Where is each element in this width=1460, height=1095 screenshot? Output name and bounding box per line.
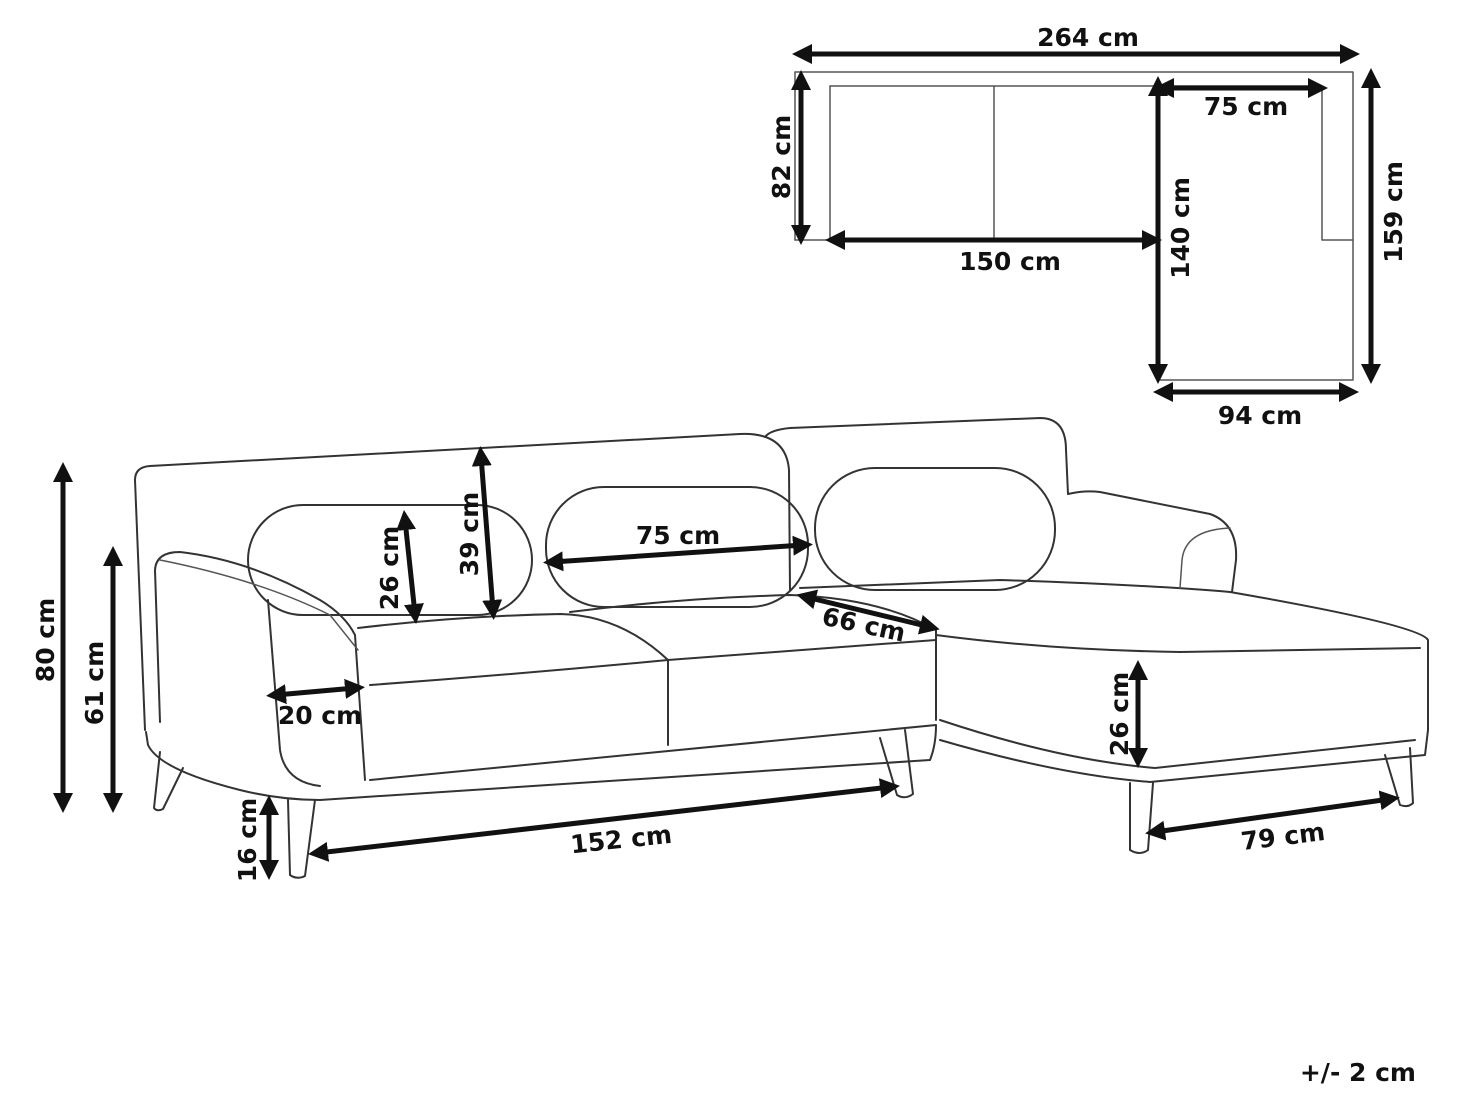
label-sofa-depth: 82 cm [767, 115, 796, 199]
label-cushion-height: 26 cm [375, 526, 404, 610]
dim-82: 82 cm [767, 70, 811, 245]
label-total-height: 80 cm [31, 598, 60, 682]
sofa-drawing [134, 417, 1429, 879]
dim-26-chaise: 26 cm [1105, 660, 1148, 768]
label-seat-width: 150 cm [959, 247, 1061, 276]
label-front-chaise-width: 79 cm [1239, 817, 1326, 856]
label-total-depth: 159 cm [1379, 161, 1408, 263]
dim-152: 152 cm [308, 778, 900, 862]
dim-94: 94 cm [1153, 382, 1359, 430]
dim-159: 159 cm [1361, 68, 1408, 384]
dim-75-top: 75 cm [1154, 78, 1328, 121]
label-total-width: 264 cm [1037, 23, 1139, 52]
dim-150: 150 cm [825, 230, 1162, 276]
dim-20: 20 cm [266, 678, 365, 730]
label-pillow-width: 75 cm [636, 521, 720, 550]
label-leg-height: 16 cm [233, 798, 262, 882]
dim-39: 39 cm [455, 446, 503, 620]
label-backrest-height: 39 cm [455, 492, 484, 576]
label-armrest-height: 61 cm [80, 641, 109, 725]
label-armrest-width: 20 cm [278, 701, 362, 730]
label-sofa-width: 152 cm [569, 820, 673, 859]
dim-264: 264 cm [792, 23, 1360, 64]
dim-79: 79 cm [1145, 790, 1400, 856]
dim-26-cushion: 26 cm [375, 510, 424, 624]
dim-75-pillow: 75 cm [543, 521, 813, 572]
dim-80: 80 cm [31, 462, 73, 813]
label-chaise-seat-width: 75 cm [1204, 92, 1288, 121]
dim-61: 61 cm [80, 546, 123, 813]
tolerance-note: +/- 2 cm [1299, 1058, 1416, 1087]
label-chaise-depth: 140 cm [1166, 177, 1195, 279]
label-chaise-width: 94 cm [1218, 401, 1302, 430]
dim-140: 140 cm [1148, 76, 1195, 384]
dim-16: 16 cm [233, 795, 279, 882]
label-chaise-seat-height: 26 cm [1105, 672, 1134, 756]
